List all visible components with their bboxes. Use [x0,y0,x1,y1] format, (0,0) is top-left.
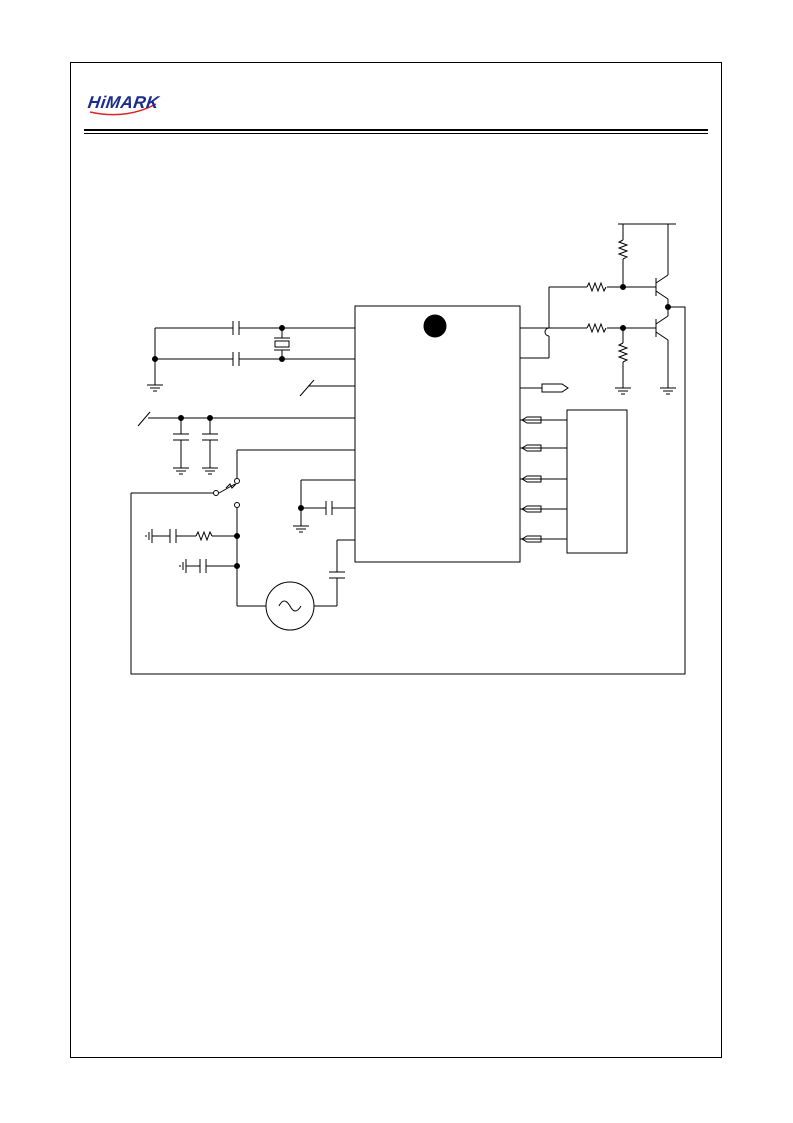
ic-pin1-marker [423,314,447,338]
ac-source [237,539,355,631]
ic-body [354,305,521,563]
output-connector [520,383,569,393]
bus-slash [299,379,315,397]
rc-branch [145,529,237,543]
selector-switch [131,449,355,606]
feedback-wire [130,306,686,675]
page-frame [70,62,722,1058]
header-rule [84,129,708,131]
cap-branch [179,559,237,573]
ic-ground-cap [293,479,355,533]
himark-logo [89,103,157,116]
transistor-driver [520,223,676,395]
power-input-filter [137,411,355,475]
header-rule-thin [84,133,708,134]
logo-swoosh [89,103,157,116]
oscillator-circuit [147,321,355,392]
input-connectors [520,409,628,554]
